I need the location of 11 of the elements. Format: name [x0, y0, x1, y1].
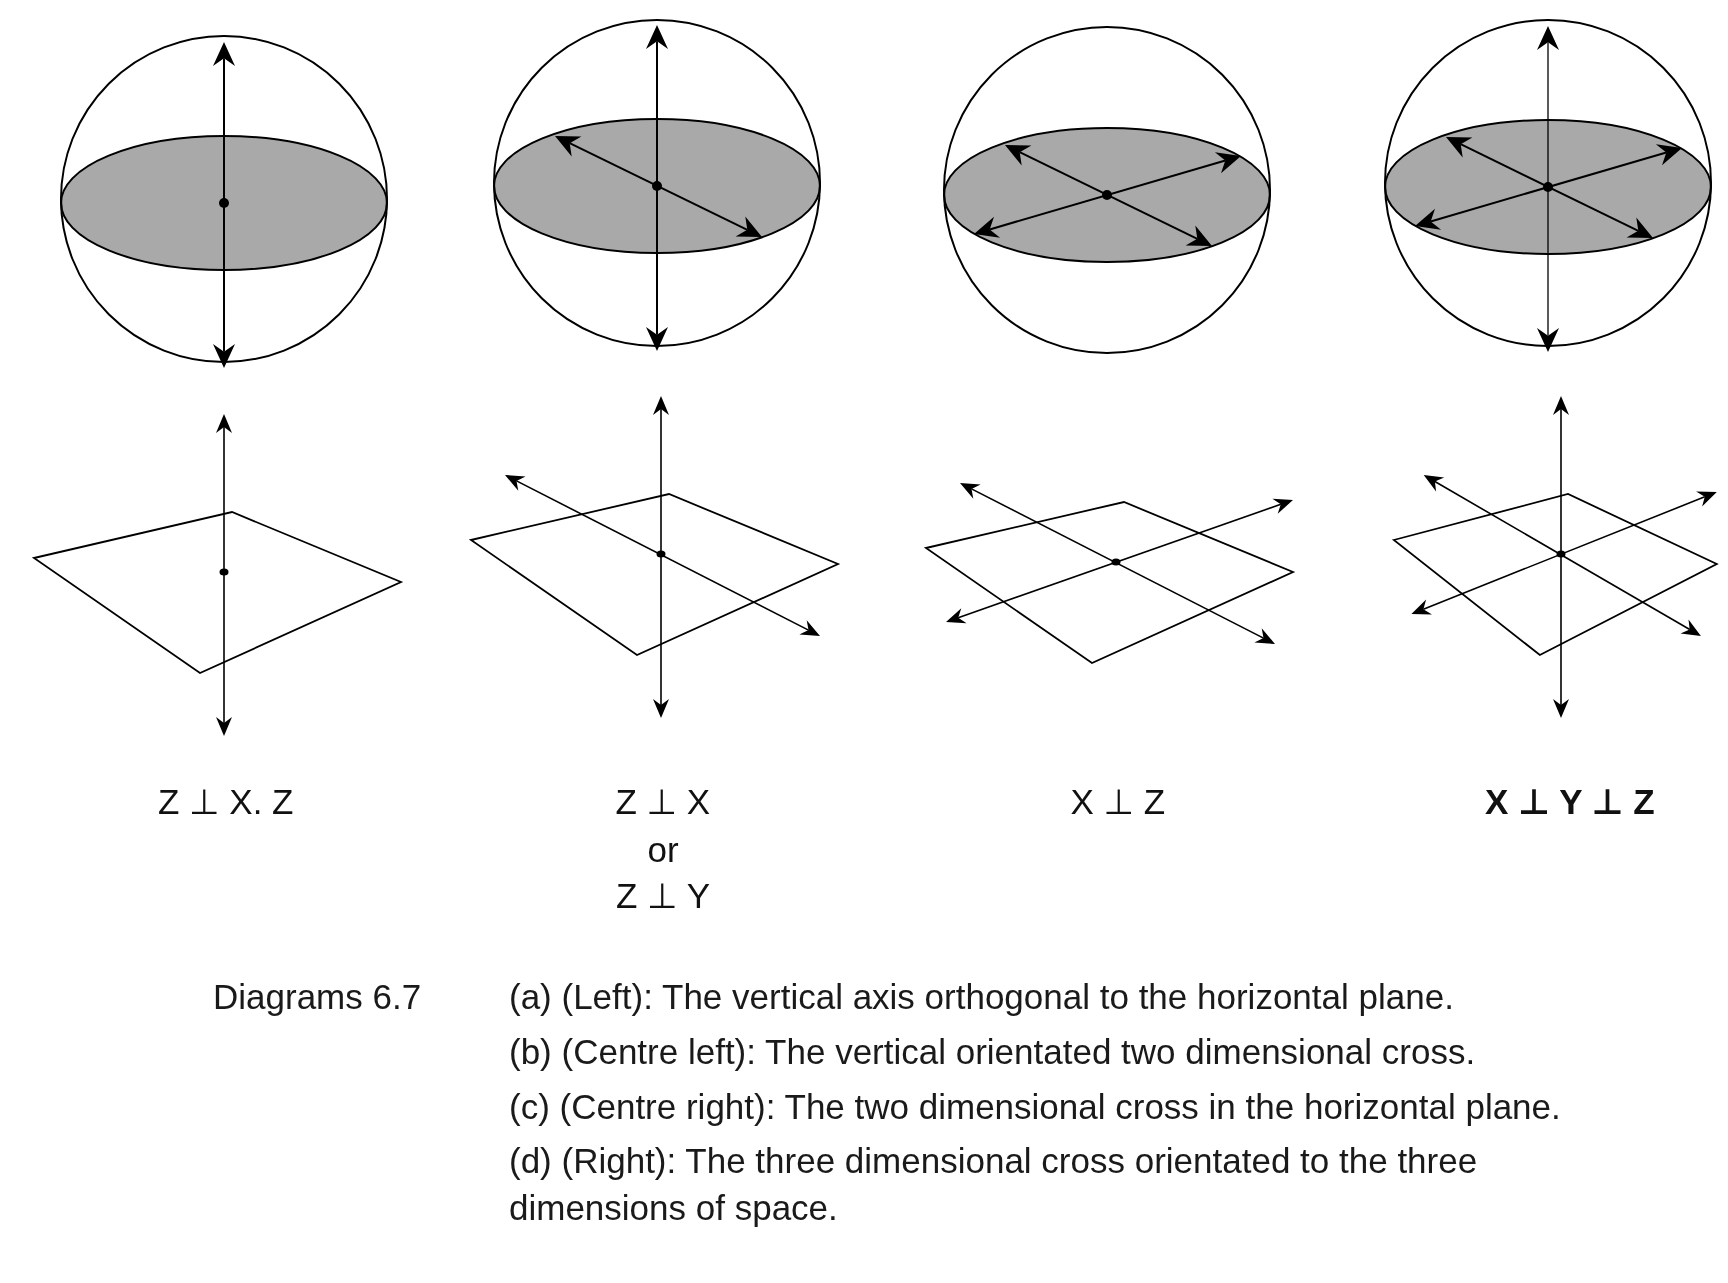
- formula-label: Z ⊥ Y: [616, 875, 711, 917]
- text-label: or: [647, 829, 679, 871]
- formula-label: Z ⊥ X: [615, 781, 711, 823]
- formula-label: X ⊥ Z: [1070, 781, 1166, 823]
- caption-text: (d) (Right): The three dimensional cross orientated to the three dimensions of space.: [509, 1140, 1479, 1229]
- caption-text: (a) (Left): The vertical axis orthogonal to the horizontal plane.: [509, 976, 1454, 1018]
- caption-text: (c) (Centre right): The two dimensional cross in the horizontal plane.: [509, 1086, 1561, 1128]
- formula-label: Z ⊥ X. Z: [158, 781, 294, 823]
- formula-label: X ⊥ Y ⊥ Z: [1485, 781, 1655, 823]
- caption-text: (b) (Centre left): The vertical orientated two dimensional cross.: [509, 1031, 1476, 1073]
- figure-number: Diagrams 6.7: [213, 976, 422, 1018]
